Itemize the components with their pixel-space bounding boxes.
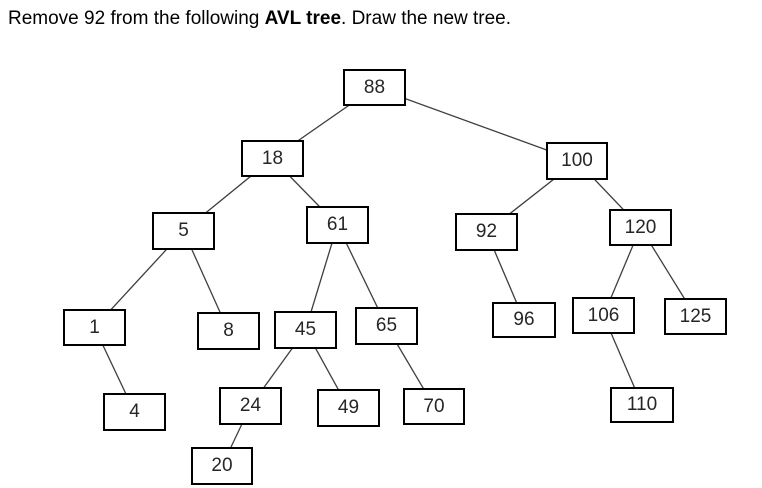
tree-node-label: 96 xyxy=(513,309,535,330)
tree-node-label: 65 xyxy=(375,315,398,336)
tree-node-92: 92 xyxy=(455,213,518,251)
tree-node-110: 110 xyxy=(610,387,674,423)
tree-node-label: 5 xyxy=(178,220,189,241)
tree-node-label: 125 xyxy=(679,305,712,327)
tree-node-label: 18 xyxy=(261,147,284,169)
tree-node-label: 100 xyxy=(561,150,593,171)
question-text: Remove 92 from the following AVL tree. D… xyxy=(8,6,511,32)
tree-node-120: 120 xyxy=(609,209,672,246)
tree-node-label: 20 xyxy=(211,455,233,476)
tree-node-24: 24 xyxy=(219,387,282,425)
tree-node-label: 88 xyxy=(363,76,386,98)
tree-node-125: 125 xyxy=(664,298,727,335)
tree-node-label: 70 xyxy=(423,395,445,417)
tree-node-label: 61 xyxy=(326,214,349,235)
tree-node-45: 45 xyxy=(274,311,337,349)
tree-node-label: 1 xyxy=(89,316,100,338)
tree-node-70: 70 xyxy=(403,388,465,425)
tree-edge-88-100 xyxy=(374,86,578,162)
tree-node-label: 8 xyxy=(223,320,234,341)
tree-node-18: 18 xyxy=(241,140,304,177)
tree-node-20: 20 xyxy=(191,447,253,485)
question-text-bold: AVL tree xyxy=(264,8,342,29)
tree-node-88: 88 xyxy=(343,69,406,106)
tree-node-label: 4 xyxy=(129,401,140,422)
tree-node-61: 61 xyxy=(306,206,369,244)
question-text-prefix: Remove 92 from the following xyxy=(8,8,265,29)
tree-node-100: 100 xyxy=(546,142,608,180)
tree-node-label: 92 xyxy=(475,221,498,242)
tree-node-label: 49 xyxy=(337,397,360,418)
tree-node-8: 8 xyxy=(197,312,260,350)
question-text-suffix: . Draw the new tree. xyxy=(341,8,512,29)
tree-node-96: 96 xyxy=(492,302,556,338)
tree-node-label: 106 xyxy=(587,304,620,326)
tree-node-106: 106 xyxy=(572,297,635,334)
tree-node-49: 49 xyxy=(317,389,380,427)
tree-node-label: 120 xyxy=(624,216,657,238)
tree-node-65: 65 xyxy=(355,307,418,345)
tree-node-label: 110 xyxy=(626,394,658,415)
tree-node-label: 24 xyxy=(239,395,262,416)
tree-node-5: 5 xyxy=(152,212,215,250)
tree-node-label: 45 xyxy=(294,319,317,340)
tree-node-1: 1 xyxy=(63,309,126,346)
tree-node-4: 4 xyxy=(103,393,166,431)
